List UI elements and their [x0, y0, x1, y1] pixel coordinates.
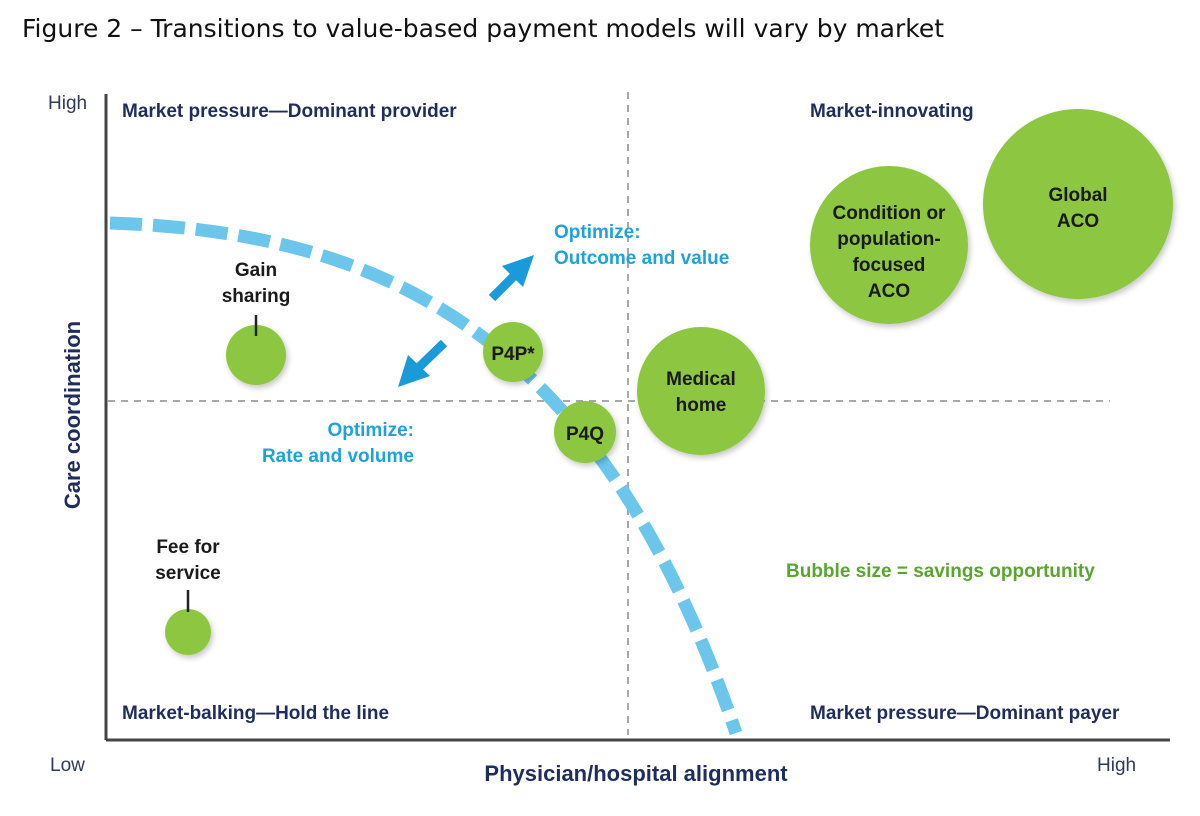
bubble-p4p: P4P* [483, 322, 543, 382]
y-axis-title: Care coordination [60, 321, 85, 509]
x-axis-title: Physician/hospital alignment [484, 761, 788, 786]
medical-home-label-1: Medical [666, 369, 736, 390]
p4p-label: P4P* [491, 344, 535, 365]
quadrant-top-right-label: Market-innovating [810, 101, 974, 122]
bubble-medical-home: Medical home [637, 327, 765, 455]
condition-aco-label-3: focused [853, 255, 926, 276]
condition-aco-label-2: population- [837, 229, 940, 250]
fee-for-service-label-2: service [155, 563, 221, 584]
bubble-p4q: P4Q [554, 401, 616, 463]
quadrant-bottom-right-label: Market pressure—Dominant payer [810, 703, 1120, 724]
optimize-rate-title: Optimize: [327, 420, 414, 441]
optimize-rate-detail: Rate and volume [262, 446, 414, 467]
y-axis-high-label: High [48, 93, 87, 114]
gain-sharing-label-1: Gain [235, 260, 277, 281]
optimize-outcome-detail: Outcome and value [554, 248, 729, 269]
bubble-gain-sharing: Gain sharing [222, 260, 291, 385]
condition-aco-label-4: ACO [868, 281, 910, 302]
bubble-size-note: Bubble size = savings opportunity [786, 561, 1095, 582]
arrow-down-icon [398, 339, 448, 387]
bubble-fee-for-service: Fee for service [155, 537, 221, 655]
global-aco-label-2: ACO [1057, 211, 1099, 232]
bubble-condition-aco: Condition or population- focused ACO [810, 166, 968, 324]
p4q-label: P4Q [566, 424, 604, 445]
condition-aco-label-1: Condition or [833, 203, 947, 224]
bubble-global-aco: Global ACO [983, 109, 1173, 299]
fee-for-service-label-1: Fee for [156, 537, 220, 558]
gain-sharing-label-2: sharing [222, 286, 291, 307]
frontier-curve [109, 216, 743, 736]
figure-title: Figure 2 – Transitions to value-based pa… [22, 14, 945, 43]
global-aco-label-1: Global [1048, 185, 1107, 206]
medical-home-label-2: home [676, 395, 727, 416]
x-axis-high-label: High [1097, 755, 1136, 776]
arrow-up-icon [488, 255, 534, 302]
quadrant-top-left-label: Market pressure—Dominant provider [122, 101, 457, 122]
quadrant-bottom-left-label: Market-balking—Hold the line [122, 703, 389, 724]
x-axis-low-label: Low [50, 755, 85, 776]
optimize-outcome-title: Optimize: [554, 222, 641, 243]
